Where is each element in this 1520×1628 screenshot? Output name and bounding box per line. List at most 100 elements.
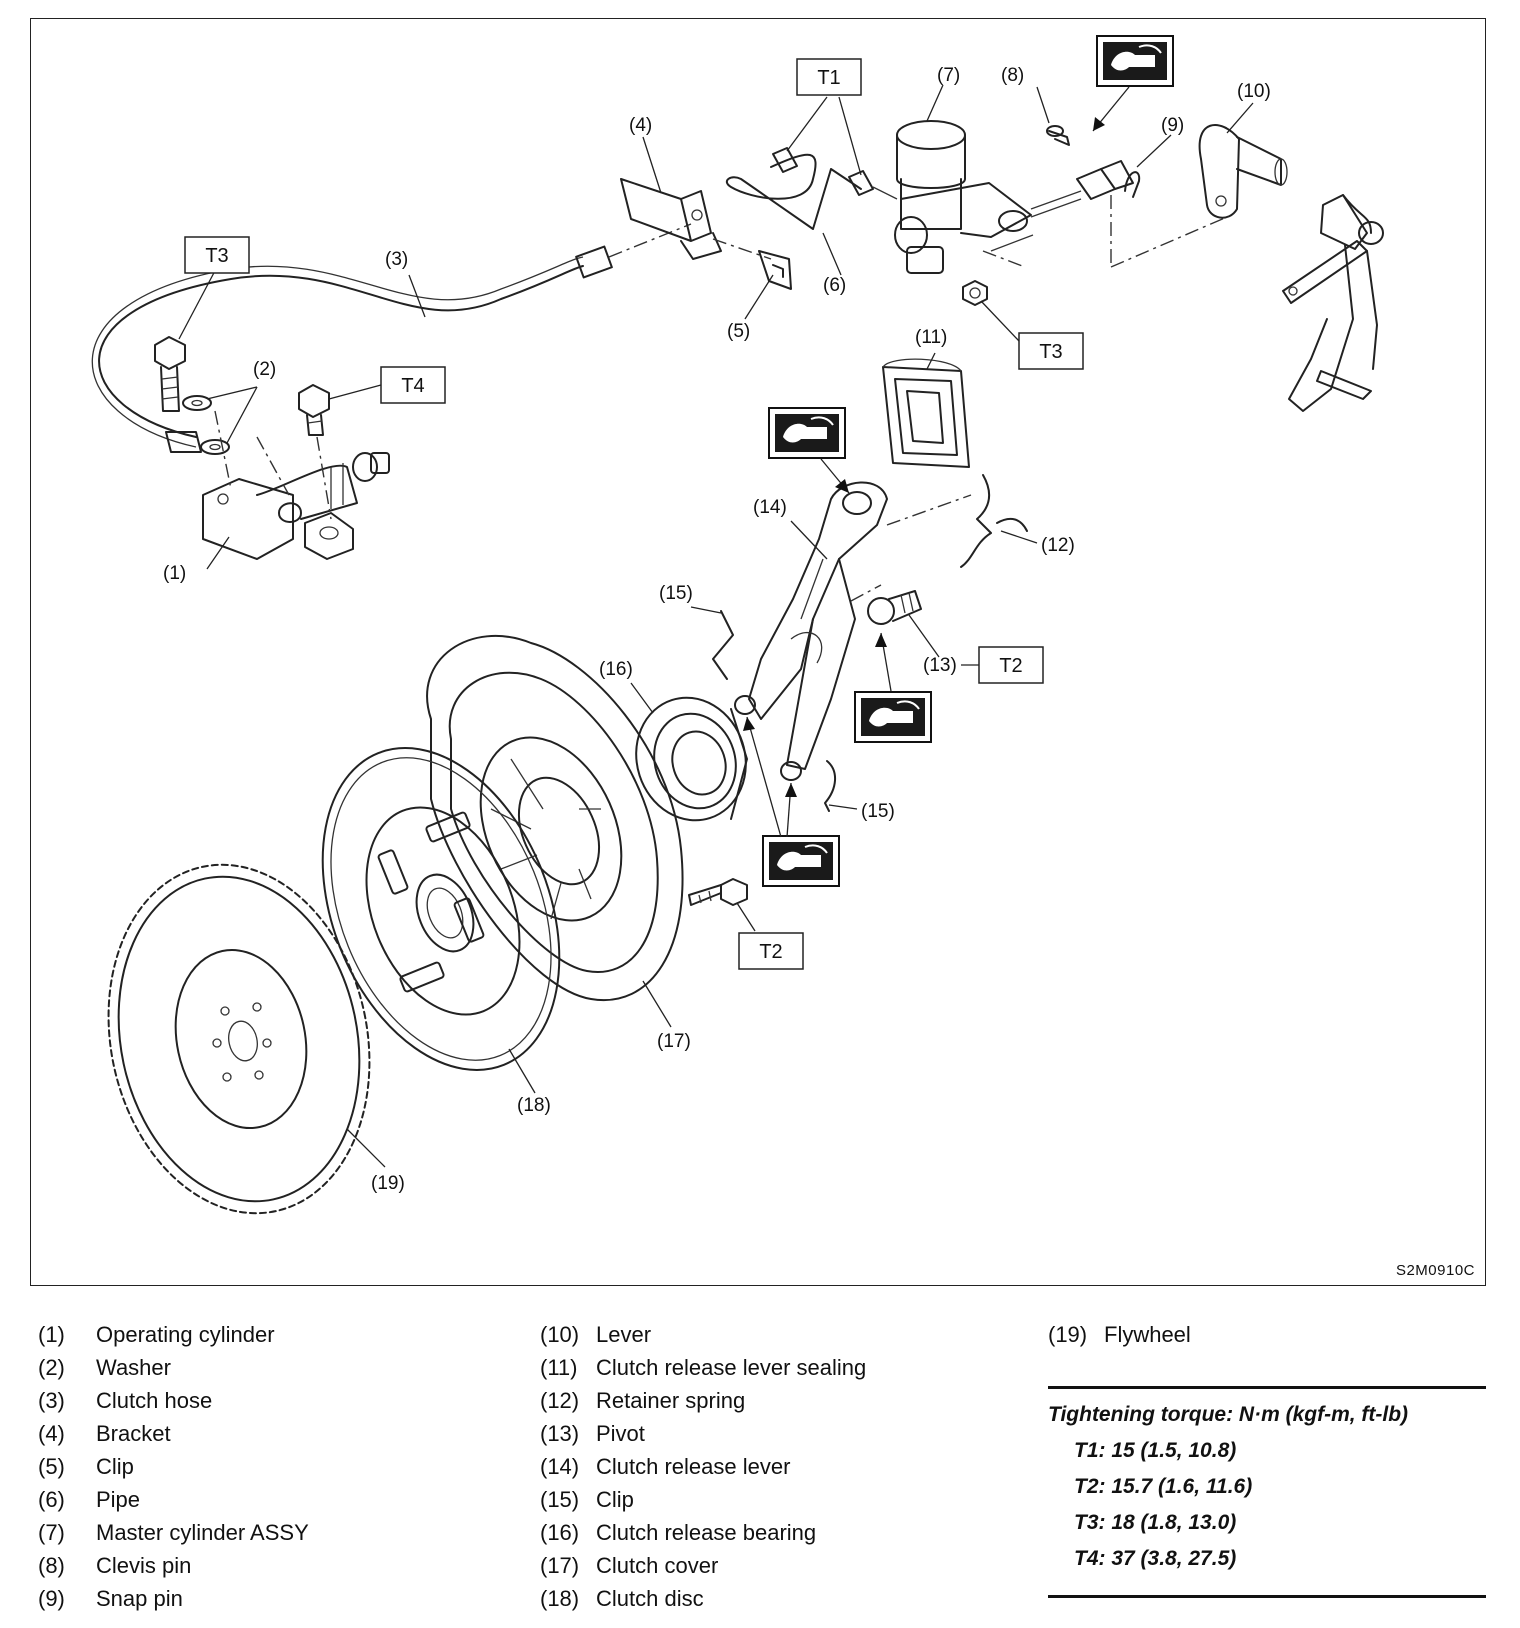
legend-name: Pipe xyxy=(96,1487,141,1512)
leader-5 xyxy=(744,274,774,320)
t4-leader xyxy=(328,384,382,400)
bolt-t4-operating-drawing xyxy=(298,384,330,436)
clevis-yoke xyxy=(1100,160,1134,190)
hose-fitting-nut xyxy=(165,431,202,453)
leader-13 xyxy=(908,614,940,658)
t4-tag-box xyxy=(380,366,446,404)
legend-number: (13) xyxy=(540,1421,580,1446)
grease-arrow-head-icon xyxy=(835,479,849,493)
t3-hose-leader xyxy=(178,266,218,340)
torque-item-t4: T4: 37 (3.8, 27.5) xyxy=(1074,1547,1237,1570)
leader-18 xyxy=(508,1048,536,1094)
t2-pivot-tag-label: T2 xyxy=(999,655,1022,677)
grease-arrow-head-icon xyxy=(875,633,887,647)
legend-number: (5) xyxy=(38,1454,65,1479)
tightening-torque-table: Tightening torque: N·m (kgf-m, ft-lb) T1… xyxy=(1048,1386,1486,1598)
callout-8: (8) xyxy=(1001,65,1024,86)
retainer-spring-drawing xyxy=(960,474,992,568)
legend-name: Lever xyxy=(596,1322,652,1347)
legend-name: Clutch hose xyxy=(96,1388,213,1413)
t1-tag-box xyxy=(796,58,862,96)
legend-name: Clutch cover xyxy=(596,1553,719,1578)
legend-name: Clutch release lever sealing xyxy=(596,1355,867,1380)
t1-leader-a xyxy=(786,96,828,152)
clutch-hose-line xyxy=(98,265,584,438)
legend-number: (15) xyxy=(540,1487,580,1512)
leader-7 xyxy=(926,84,944,122)
legend-column-3: (19)Flywheel xyxy=(1048,1318,1191,1351)
clevis-pin-drawing xyxy=(1046,125,1070,146)
legend-name: Bracket xyxy=(96,1421,171,1446)
legend-item: (2)Washer xyxy=(38,1351,309,1384)
leader-19 xyxy=(346,1128,386,1168)
legend-item: (10) Lever xyxy=(540,1318,866,1351)
clevis-drawing xyxy=(1076,168,1116,200)
legend-number: (12) xyxy=(540,1388,580,1413)
clip-15-lower-drawing xyxy=(824,760,836,812)
legend-name: Clutch release bearing xyxy=(596,1520,817,1545)
leader-14 xyxy=(790,520,828,560)
callout-11: (11) xyxy=(915,327,947,348)
callout-9: (9) xyxy=(1161,115,1184,136)
callout-15-upper: (15) xyxy=(659,583,693,604)
operating-cylinder-drawing xyxy=(202,452,390,560)
legend-number: (3) xyxy=(38,1388,65,1413)
legend-name: Clutch disc xyxy=(596,1586,704,1611)
grease-symbol-icon xyxy=(854,691,932,743)
legend-name: Clutch release lever xyxy=(596,1454,791,1479)
snap-pin-drawing xyxy=(1124,171,1141,198)
legend-item: (13) Pivot xyxy=(540,1417,866,1450)
legend-item: (4)Bracket xyxy=(38,1417,309,1450)
legend-item: (5)Clip xyxy=(38,1450,309,1483)
callout-7: (7) xyxy=(937,65,960,86)
legend-name: Master cylinder ASSY xyxy=(96,1520,309,1545)
clutch-hose-line-inner xyxy=(91,256,584,448)
torque-item-t3: T3: 18 (1.8, 13.0) xyxy=(1074,1511,1237,1534)
grease-arrow-lever-lower-1 xyxy=(746,716,782,838)
pipe-drawing xyxy=(725,153,862,230)
t2-pivot-tag-box xyxy=(978,646,1044,684)
legend-item: (9)Snap pin xyxy=(38,1582,309,1615)
clip-5-drawing xyxy=(758,250,792,290)
callout-5: (5) xyxy=(727,321,750,342)
snap-to-lever-centerline xyxy=(1110,216,1228,268)
torque-item-t2: T2: 15.7 (1.6, 11.6) xyxy=(1074,1475,1253,1498)
legend-number: (8) xyxy=(38,1553,65,1578)
exploded-diagram: T1 T3 T4 T3 T2 T2 (1) (2) (3) (4) (5) (6… xyxy=(30,18,1486,1286)
mastercyl-nut-drawing xyxy=(962,280,988,306)
legend-column-2: (10) Lever (11) Clutch release lever seali… xyxy=(540,1318,866,1615)
washers-drawing xyxy=(182,395,230,455)
leader-8 xyxy=(1036,86,1050,124)
leader-4 xyxy=(642,136,662,194)
callout-18: (18) xyxy=(517,1095,551,1116)
legend-item: (16)Clutch release bearing xyxy=(540,1516,866,1549)
leader-10 xyxy=(1226,102,1254,134)
leader-11 xyxy=(926,352,936,370)
grease-symbol-icon xyxy=(768,407,846,459)
bracket-to-clip-centerline xyxy=(712,238,772,260)
legend-name: Clevis pin xyxy=(96,1553,192,1578)
callout-17: (17) xyxy=(657,1031,691,1052)
pivot-drawing xyxy=(867,590,922,625)
t3-mastercyl-leader xyxy=(980,300,1020,342)
callout-2: (2) xyxy=(253,359,276,380)
legend-item: (1)Operating cylinder xyxy=(38,1318,309,1351)
legend-name: Pivot xyxy=(596,1421,645,1446)
legend-item: (11) Clutch release lever sealing xyxy=(540,1351,866,1384)
legend-number: (10) xyxy=(540,1322,580,1347)
pipe-flare-nut-2 xyxy=(848,170,874,196)
legend-column-1: (1)Operating cylinder (2)Washer (3) Clutc… xyxy=(38,1318,309,1615)
legend-name: Clip xyxy=(596,1487,634,1512)
cover-bolt-t2-drawing xyxy=(688,878,748,906)
leader-17 xyxy=(642,980,672,1028)
leader-15a xyxy=(690,606,722,614)
t3-mastercyl-tag-label: T3 xyxy=(1039,341,1062,363)
legend-item: (14)Clutch release lever xyxy=(540,1450,866,1483)
callout-16: (16) xyxy=(599,659,633,680)
leader-12 xyxy=(1000,530,1038,544)
legend-name: Retainer spring xyxy=(596,1388,746,1413)
legend-number: (11) xyxy=(540,1355,578,1380)
legend-number: (7) xyxy=(38,1520,65,1545)
callout-6: (6) xyxy=(823,275,846,296)
flywheel-drawing xyxy=(107,863,371,1215)
